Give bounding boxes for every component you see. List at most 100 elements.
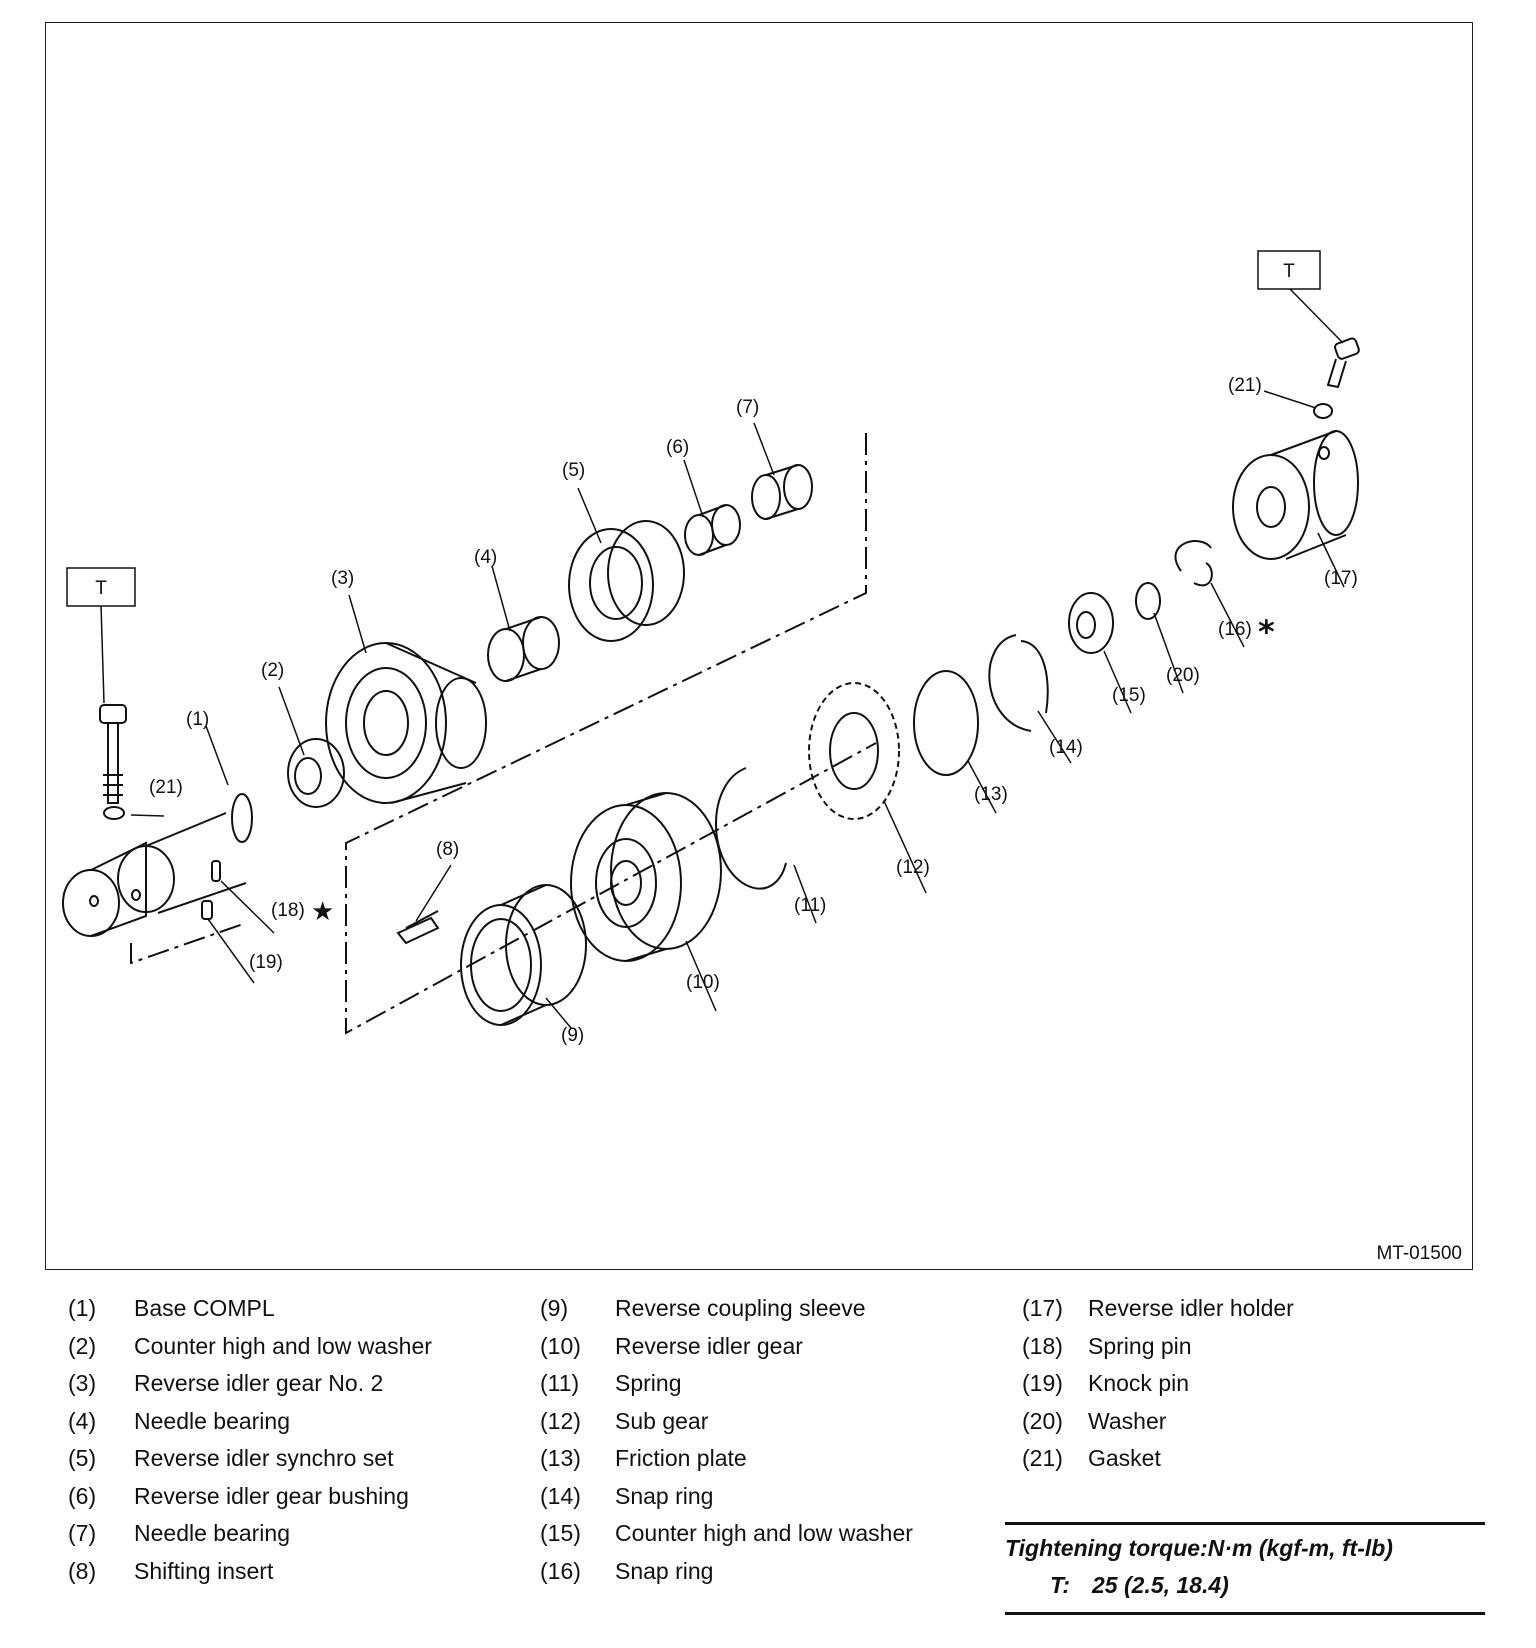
legend-item: (20)Washer: [1022, 1403, 1294, 1441]
legend-item-label: Friction plate: [615, 1445, 747, 1471]
legend-item-number: (9): [540, 1295, 569, 1321]
reverse-idler-holder-part: [1232, 430, 1359, 560]
legend-item-number: (10): [540, 1332, 581, 1359]
legend-item: (18) Spring pin: [1022, 1328, 1294, 1366]
legend-item-label: Reverse idler holder: [1088, 1295, 1294, 1321]
legend-item: (1) Base COMPL: [68, 1290, 432, 1328]
exploded-parts-diagram: T T (1) (2) (3) (4) (5) (6) (7) (8) (9) …: [45, 22, 1473, 1270]
legend-item-label: Spring pin: [1088, 1332, 1192, 1359]
legend-item-number: (6): [68, 1482, 97, 1509]
callout-18: (18): [271, 900, 305, 921]
reverse-idler-gear-2-part: [325, 642, 487, 804]
legend-item: (4) Needle bearing: [68, 1403, 432, 1441]
callout-9: (9): [561, 1025, 584, 1046]
washer-15-part: [1068, 592, 1114, 654]
spring-part: [715, 767, 787, 890]
legend-item-number: (5): [68, 1445, 97, 1471]
legend-item-label: Gasket: [1088, 1445, 1161, 1471]
callout-15: (15): [1112, 685, 1146, 706]
legend-item-number: (4): [68, 1407, 97, 1434]
legend-item: (14)Snap ring: [540, 1478, 913, 1516]
diagram-drawing: T T (1) (2) (3) (4) (5) (6) (7) (8) (9) …: [62, 250, 1462, 1264]
svg-text:T: T: [95, 578, 107, 599]
legend-item-number: (12): [540, 1407, 581, 1434]
legend-item: (16)Snap ring: [540, 1553, 913, 1591]
bolt-right: [1326, 337, 1360, 389]
callout-3: (3): [331, 568, 354, 589]
gasket-left: [103, 806, 125, 820]
torque-marker-right: T: [1257, 250, 1321, 290]
legend-item-number: (19): [1022, 1370, 1063, 1396]
legend-item-number: (18): [1022, 1332, 1063, 1359]
knock-pin-part: [201, 900, 213, 920]
legend-item-label: Needle bearing: [134, 1407, 291, 1434]
callout-6: (6): [666, 437, 689, 458]
legend-column-1: (1)Base COMPL(2)Counter high and low was…: [68, 1290, 432, 1590]
legend-item-label: Reverse coupling sleeve: [615, 1295, 866, 1321]
torque-marker-left: T: [66, 567, 136, 607]
washer-2-part: [287, 738, 345, 808]
legend-item-label: Needle bearing: [134, 1520, 291, 1546]
torque-spec-line: T:25 (2.5, 18.4): [1005, 1567, 1485, 1604]
reverse-idler-gear-part: [570, 792, 722, 962]
washer-20-part: [1135, 582, 1161, 620]
legend-item: (7) Needle bearing: [68, 1515, 432, 1553]
legend-item: (6)Reverse idler gear bushing: [68, 1478, 432, 1516]
legend-item: (13) Friction plate: [540, 1440, 913, 1478]
legend-item-number: (15): [540, 1520, 581, 1546]
legend-item-label: Sub gear: [615, 1407, 709, 1434]
torque-spec-box: Tightening torque:N·m (kgf-m, ft-lb) T:2…: [1005, 1522, 1485, 1615]
callout-2: (2): [261, 660, 284, 681]
torque-title: Tightening torque:N·m (kgf-m, ft-lb): [1005, 1535, 1393, 1561]
legend-item-label: Knock pin: [1088, 1370, 1190, 1396]
torque-key: T:: [1050, 1572, 1071, 1598]
assembly-dash-line-base: [130, 922, 247, 965]
needle-bearing-7-part: [751, 464, 813, 520]
callout-17: (17): [1324, 568, 1358, 589]
legend-item: (15) Counter high and low washer: [540, 1515, 913, 1553]
snap-ring-16-part: [1174, 540, 1213, 587]
callout-1: (1): [186, 709, 209, 730]
synchro-set-part: [568, 520, 685, 642]
callout-10: (10): [686, 972, 720, 993]
base-compl-part: [62, 793, 253, 937]
legend-item-number: (13): [540, 1445, 581, 1471]
legend-column-2: (9) Reverse coupling sleeve (10) Reverse id…: [540, 1290, 913, 1590]
legend-item-number: (8): [68, 1557, 97, 1584]
legend-item-number: (7): [68, 1520, 97, 1546]
callout-19: (19): [249, 952, 283, 973]
legend-item-number: (14): [540, 1482, 581, 1509]
assembly-dash-line-upper: [345, 433, 877, 1035]
legend-item: (8)Shifting insert: [68, 1553, 432, 1591]
legend-item-number: (16): [540, 1557, 581, 1584]
legend-item-number: (1): [68, 1295, 97, 1321]
legend-item: (21)Gasket: [1022, 1440, 1294, 1478]
snap-ring-14-part: [988, 634, 1049, 732]
callout-5: (5): [562, 460, 585, 481]
leader-lines: [100, 287, 1345, 1029]
legend-item-label: Base COMPL: [134, 1295, 275, 1321]
callout-21-right: (21): [1228, 375, 1262, 396]
legend-item-label: Counter high and low washer: [615, 1520, 913, 1546]
callout-7: (7): [736, 397, 759, 418]
shifting-insert-part: [396, 910, 440, 945]
asterisk-symbol: *: [1258, 613, 1275, 651]
star-symbol: ★: [311, 897, 334, 927]
needle-bearing-4-part: [487, 616, 560, 682]
legend-item-number: (2): [68, 1332, 97, 1359]
spring-pin-part: [211, 860, 221, 882]
friction-plate-part: [913, 670, 979, 776]
callout-20: (20): [1166, 665, 1200, 686]
legend-item: (3)Reverse idler gear No. 2: [68, 1365, 432, 1403]
callout-21-left: (21): [149, 777, 183, 798]
gasket-right: [1313, 403, 1333, 419]
legend-item-label: Reverse idler gear: [615, 1332, 803, 1359]
callout-13: (13): [974, 784, 1008, 805]
legend-item: (12) Sub gear: [540, 1403, 913, 1441]
callout-11: (11): [794, 895, 826, 916]
legend-item-label: Reverse idler synchro set: [134, 1445, 394, 1471]
legend-item-number: (11): [540, 1370, 580, 1396]
sub-gear-part: [808, 682, 900, 820]
legend-column-3: (17)Reverse idler holder(18)Spring pin(1…: [1022, 1290, 1294, 1478]
callout-4: (4): [474, 547, 497, 568]
